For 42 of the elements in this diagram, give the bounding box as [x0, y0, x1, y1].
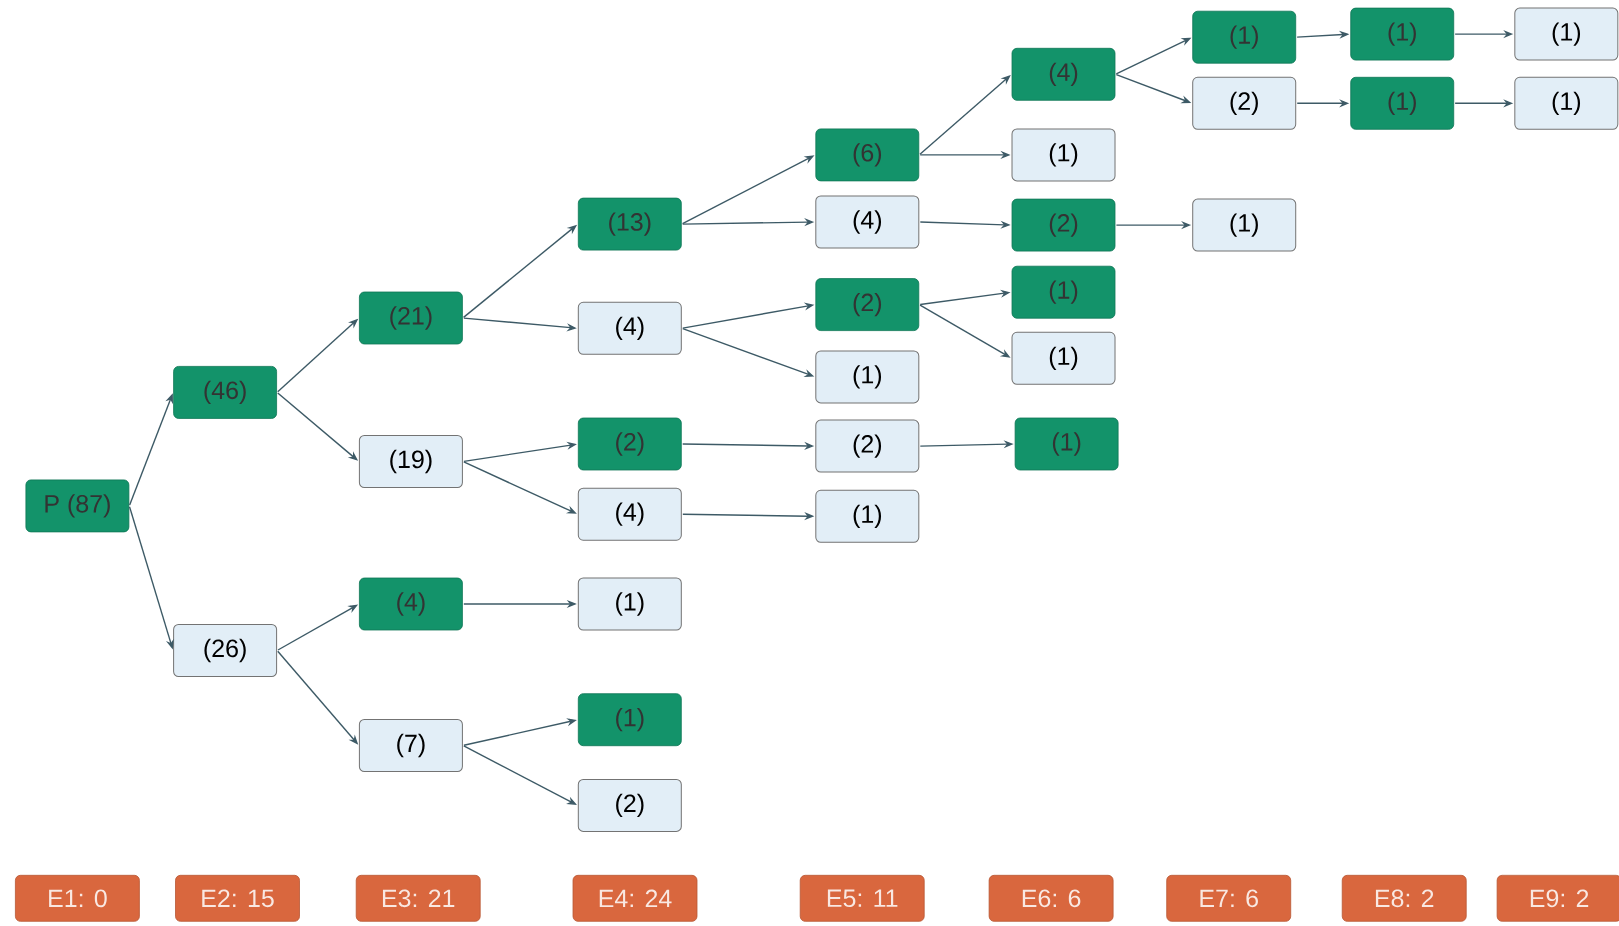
count-box: (1) [1192, 198, 1297, 252]
count-box: (1) [815, 489, 920, 543]
level-badge: E7: 6 [1166, 874, 1292, 922]
count-box: (1) [1011, 128, 1116, 182]
count-box: (6) [815, 128, 920, 182]
count-box: (19) [358, 435, 463, 488]
level-badge: E9: 2 [1496, 874, 1619, 922]
count-box: (4) [577, 301, 682, 355]
count-box: (1) [1514, 76, 1619, 130]
count-box: (2) [815, 419, 920, 473]
level-badge: E6: 6 [988, 874, 1114, 922]
level-badge: E1: 0 [15, 874, 140, 922]
count-box: (2) [577, 417, 682, 471]
count-box: (26) [173, 624, 278, 677]
count-box: (1) [577, 693, 682, 747]
count-box: (1) [1011, 265, 1116, 319]
count-box: (46) [173, 366, 277, 419]
count-box: (2) [577, 778, 682, 832]
level-badge: E5: 11 [799, 874, 925, 922]
count-box: (1) [1014, 417, 1119, 471]
level-badge: E4: 24 [572, 874, 698, 922]
level-badge: E2: 15 [175, 874, 300, 922]
count-box: (1) [1514, 7, 1619, 61]
count-box: (4) [359, 577, 463, 631]
count-box: (1) [1011, 331, 1116, 385]
count-box: (13) [577, 197, 682, 251]
count-box: (1) [577, 577, 682, 631]
count-box: (2) [1192, 76, 1297, 130]
count-box: (2) [815, 278, 920, 331]
count-box: (7) [358, 719, 463, 772]
count-box: (21) [359, 291, 463, 345]
count-box: (2) [1011, 198, 1116, 252]
count-box: (1) [815, 350, 920, 404]
count-box: (4) [815, 195, 920, 249]
count-box: (1) [1350, 7, 1455, 61]
count-box: (4) [577, 487, 682, 541]
count-box: (1) [1192, 10, 1297, 64]
level-badge: E8: 2 [1341, 874, 1467, 922]
level-badge: E3: 21 [355, 874, 481, 922]
count-box: (1) [1350, 76, 1455, 130]
count-box: (4) [1011, 47, 1116, 101]
count-box: P (87) [25, 479, 130, 533]
